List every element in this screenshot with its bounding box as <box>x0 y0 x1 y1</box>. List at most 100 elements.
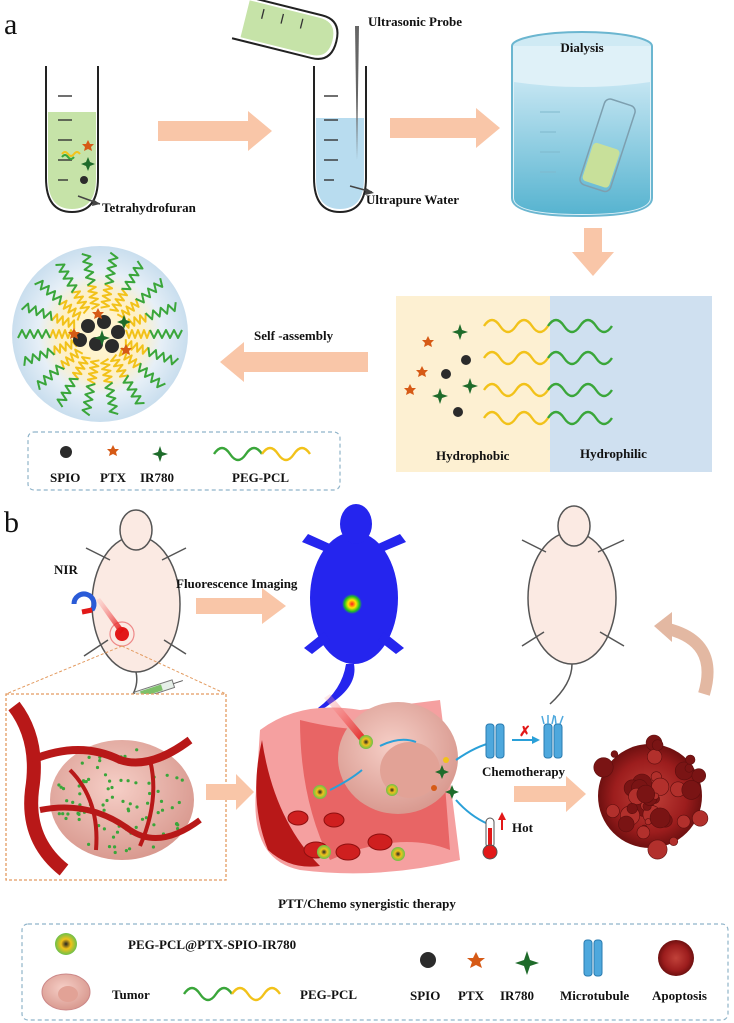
nir-label: NIR <box>54 562 78 577</box>
apoptotic-fragment <box>681 780 702 800</box>
nanoparticle-dot <box>64 816 68 821</box>
nanoparticle-dot <box>159 799 164 804</box>
nanoparticle-dot <box>59 785 63 789</box>
apoptotic-fragment <box>651 739 664 751</box>
nanoparticle-dot <box>160 808 165 812</box>
micelle-chain <box>104 381 119 416</box>
nanoparticle-dot <box>175 776 179 780</box>
hydrophobic-cargo <box>404 324 478 417</box>
synergistic-caption: PTT/Chemo synergistic therapy <box>278 896 456 911</box>
legend-b-pegpcl: PEG-PCL <box>300 987 357 1002</box>
hydrophilic-label: Hydrophilic <box>580 446 647 461</box>
magnet-icon <box>71 591 97 612</box>
panel-a-label: a <box>4 8 17 41</box>
nanoparticle-dot <box>156 789 160 794</box>
apoptotic-fragment <box>649 807 671 829</box>
micelle-chain <box>122 374 145 405</box>
inhibit-icon: ✗ <box>519 723 531 739</box>
legend-b-ir780: IR780 <box>500 988 534 1003</box>
apoptotic-fragment <box>647 839 668 860</box>
micelle-chain <box>86 359 100 385</box>
hydrophobic-label: Hydrophobic <box>436 448 510 463</box>
nanoparticle-dot <box>107 845 112 849</box>
micelle-chain <box>60 348 84 370</box>
nanoparticle-dot <box>146 801 150 805</box>
released-drugs <box>431 757 459 799</box>
nanoparticle-dot <box>87 842 91 847</box>
apoptotic-fragment <box>684 763 694 773</box>
legend-b-nanoparticle: PEG-PCL@PTX-SPIO-IR780 <box>128 937 296 952</box>
apoptotic-tumor <box>593 734 709 860</box>
legend-b-apoptosis: Apoptosis <box>652 988 707 1003</box>
nanoparticle-dot <box>115 830 120 834</box>
nanoparticle-dot <box>134 825 138 830</box>
fluorescence-signal <box>342 594 362 614</box>
nanoparticle-dot <box>110 795 114 799</box>
nanoparticle-dot <box>119 778 123 783</box>
micelle-chain <box>81 382 96 417</box>
apoptotic-fragment <box>593 757 614 778</box>
micelle-chain <box>147 347 180 366</box>
nanoparticle-dot <box>180 778 184 782</box>
nanoparticle-dot <box>101 803 105 807</box>
legend-a-spio: SPIO <box>50 470 80 485</box>
micelle-chain <box>34 279 63 306</box>
hot-label: Hot <box>512 820 534 835</box>
nanoparticles-in-vessel <box>313 735 405 861</box>
nanoparticle-dot <box>105 798 109 803</box>
ultrapure-water-label: Ultrapure Water <box>366 192 459 207</box>
thf-tube <box>45 66 99 214</box>
apoptotic-fragment <box>651 777 670 796</box>
micelle-chain <box>118 347 142 369</box>
micelle-chain <box>87 284 100 310</box>
ir780-icon <box>152 446 168 462</box>
micelle-chain <box>125 329 151 339</box>
mouse-treated <box>521 505 625 705</box>
dialysis-beaker <box>511 31 653 218</box>
spio-icon <box>60 446 72 458</box>
nanoparticle-dot <box>126 779 130 783</box>
nanoparticle-dot <box>126 807 130 811</box>
self-assembly-label: Self -assembly <box>254 328 334 343</box>
micelle-chain <box>149 329 183 339</box>
micelle-chain <box>109 288 128 312</box>
arrow-cycle <box>662 622 714 696</box>
arrow-self-assembly <box>220 342 368 382</box>
nanoparticle-dot <box>147 781 151 785</box>
nanoparticle-dot <box>140 817 145 821</box>
legend-b-microtubule: Microtubule <box>560 988 629 1003</box>
micelle-chain <box>144 302 177 321</box>
fluorescence-imaging-label: Fluorescence Imaging <box>176 576 298 591</box>
apoptotic-fragment <box>676 814 691 829</box>
nanoparticle-dot <box>106 787 110 791</box>
thf-label: Tetrahydrofuran <box>102 200 197 215</box>
micelle-chain <box>135 277 164 304</box>
micelle-chain <box>121 260 144 291</box>
nanoparticle-dot <box>71 800 75 805</box>
apoptotic-fragment <box>610 750 619 758</box>
legend-b-spio-icon <box>420 952 436 968</box>
nanoparticle-dot <box>144 816 148 820</box>
nanoparticle-dot <box>113 845 117 849</box>
nanoparticle-dot <box>177 800 181 805</box>
legend-b-spio: SPIO <box>410 988 440 1003</box>
nanoparticle-dot <box>128 802 132 806</box>
nanoparticle-dot <box>102 808 106 812</box>
nanoparticle-dot <box>77 812 81 817</box>
chemotherapy-label: Chemotherapy <box>482 764 566 779</box>
microtubule-icon <box>485 723 505 759</box>
nanoparticle-dot <box>61 812 65 816</box>
arrow-to-apoptosis <box>514 776 586 812</box>
micelle-chain <box>23 347 56 366</box>
nanoparticle-dot <box>121 799 125 804</box>
ptx-icon <box>107 445 119 456</box>
nanoparticle-dot <box>113 850 117 855</box>
tumor-nucleus <box>58 986 78 1002</box>
micelle-chain <box>137 362 166 389</box>
arrow-to-imaging <box>196 588 286 624</box>
arrow-to-vessel <box>206 774 254 810</box>
micelle-chain <box>36 364 65 391</box>
nanoparticle-dot <box>156 811 160 815</box>
legend-b <box>21 923 729 1021</box>
nanoparticle-dot <box>80 761 84 765</box>
